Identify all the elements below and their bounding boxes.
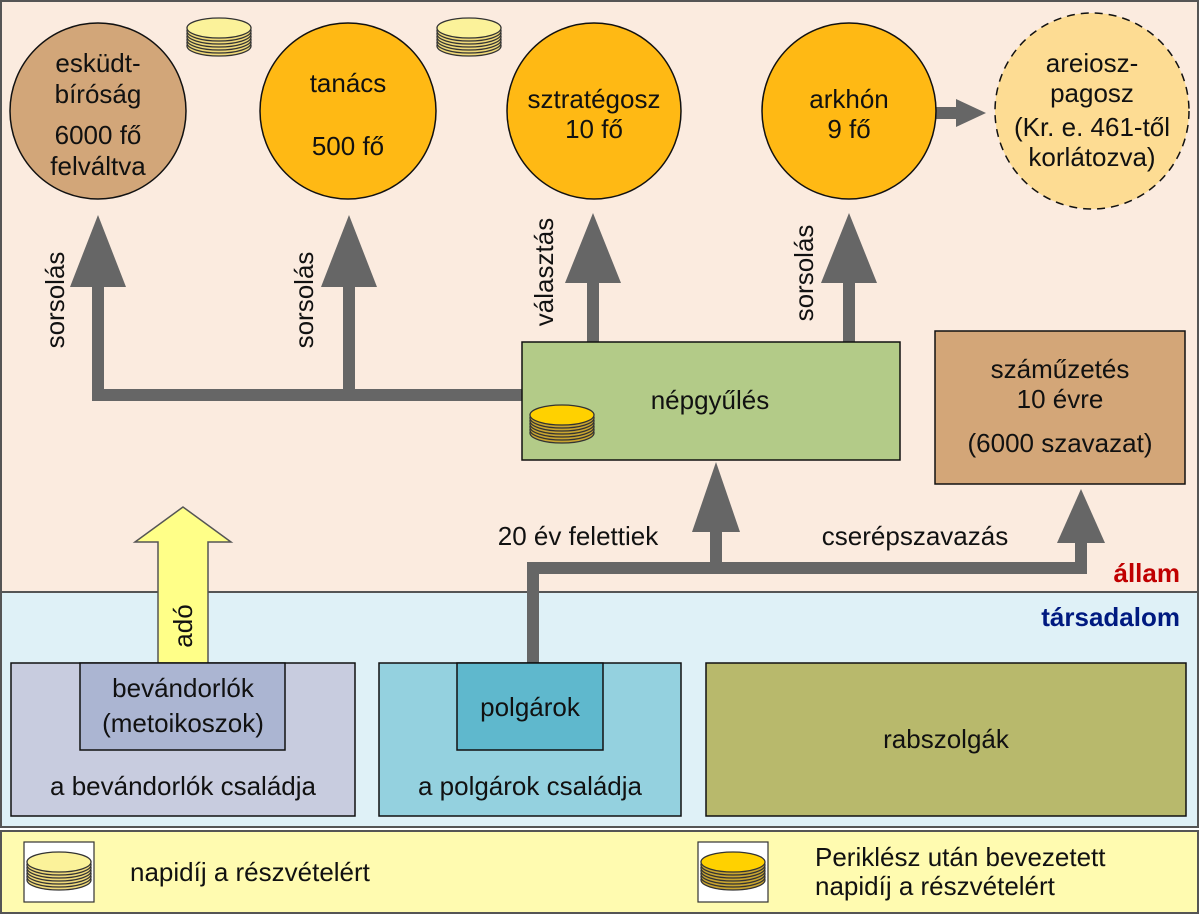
daily-pay-coin-icon [186, 17, 252, 57]
arrow-archon-shaft [843, 280, 855, 342]
svg-text:arkhón: arkhón [809, 84, 889, 114]
archon: arkhón 9 fő [761, 22, 937, 200]
arrow-areopagus-shaft [935, 107, 960, 119]
svg-text:a bevándorlók családja: a bevándorlók családja [50, 771, 316, 801]
svg-text:esküdt-: esküdt- [55, 48, 140, 78]
arrow-ostracon-label: cserépszavazás [822, 521, 1008, 551]
pericles-pay-coin-icon [700, 851, 766, 891]
assembly: népgyűlés [521, 341, 901, 461]
arrow-jury-shaft [92, 285, 104, 401]
arrow-council-shaft [343, 285, 355, 395]
legend-region [0, 830, 1199, 914]
svg-text:9 fő: 9 fő [827, 114, 870, 144]
arrow-jury-label: sorsolás [40, 252, 70, 349]
arrow-assembly-head [692, 462, 740, 532]
arrow-network [70, 99, 1105, 664]
metics: bevándorlók (metoikoszok) [79, 662, 286, 751]
svg-text:felváltva: felváltva [50, 151, 146, 181]
svg-text:bevándorlók: bevándorlók [112, 673, 255, 703]
svg-text:Periklész után bevezetett: Periklész után bevezetett [815, 842, 1106, 872]
svg-text:a polgárok családja: a polgárok családja [418, 771, 643, 801]
legend-item-pericles-pay: Periklész után bevezetett napidíj a rész… [697, 841, 1106, 903]
arrow-ostracism-shaft [1075, 540, 1087, 570]
svg-text:(Kr. e. 461-től: (Kr. e. 461-től [1014, 112, 1170, 142]
arrow-jury-head [70, 215, 126, 287]
svg-text:polgárok: polgárok [480, 692, 581, 722]
strategos: sztratégosz 10 fő [506, 22, 682, 200]
svg-text:korlátozva): korlátozva) [1028, 142, 1155, 172]
society-label: társadalom [1041, 602, 1180, 632]
svg-text:(metoikoszok): (metoikoszok) [102, 708, 264, 738]
slaves: rabszolgák [705, 662, 1187, 817]
arrow-citizens-label: 20 év felettiek [498, 521, 659, 551]
arrow-areopagus-head [956, 99, 986, 127]
svg-text:száműzetés: száműzetés [991, 354, 1130, 384]
svg-text:tanács: tanács [310, 68, 387, 98]
arrow-strategos-label: választás [529, 218, 559, 326]
svg-text:napidíj a részvételért: napidíj a részvételért [130, 857, 371, 887]
svg-text:(6000 szavazat): (6000 szavazat) [968, 428, 1153, 458]
state-label: állam [1114, 558, 1181, 588]
daily-pay-coin-icon [436, 17, 502, 57]
ostracism: száműzetés 10 évre (6000 szavazat) [934, 330, 1186, 485]
arrow-archon-label: sorsolás [789, 225, 819, 322]
svg-text:népgyűlés: népgyűlés [651, 385, 770, 415]
svg-text:rabszolgák: rabszolgák [883, 724, 1010, 754]
arrow-council-label: sorsolás [289, 252, 319, 349]
arrow-assembly-shaft [710, 530, 722, 570]
svg-text:bíróság: bíróság [55, 79, 142, 109]
svg-text:sztratégosz: sztratégosz [528, 84, 661, 114]
arrow-tax-label: adó [168, 604, 198, 647]
council: tanács 500 fő [259, 22, 437, 200]
svg-text:pagosz: pagosz [1050, 78, 1134, 108]
legend-item-daily-pay: napidíj a részvételért [23, 841, 371, 903]
arrow-strategos-shaft [587, 280, 599, 342]
jury-court: esküdt- bíróság 6000 fő felváltva [9, 22, 187, 200]
svg-text:500 fő: 500 fő [312, 131, 384, 161]
arrow-archon-head [821, 213, 877, 283]
svg-text:10 fő: 10 fő [565, 114, 623, 144]
svg-text:napidíj a részvételért: napidíj a részvételért [815, 871, 1056, 901]
areopagus: areiosz- pagosz (Kr. e. 461-től korlátoz… [994, 12, 1190, 210]
svg-text:6000 fő: 6000 fő [55, 120, 142, 150]
arrow-citizens-shaft [527, 562, 539, 664]
daily-pay-coin-icon [26, 851, 92, 891]
arrow-strategos-head [565, 213, 621, 283]
citizens: polgárok [456, 662, 604, 751]
arrow-council-head [321, 215, 377, 287]
svg-text:areiosz-: areiosz- [1046, 48, 1138, 78]
pericles-pay-coin-icon [529, 404, 595, 444]
svg-text:10 évre: 10 évre [1017, 384, 1104, 414]
arrow-ostracism-head [1057, 489, 1105, 543]
